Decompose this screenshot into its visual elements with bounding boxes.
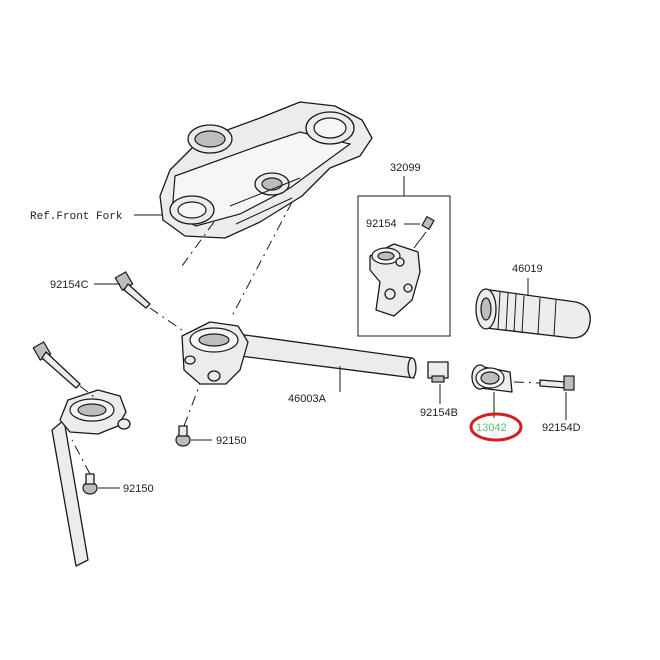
- screw-92154D: [539, 375, 575, 391]
- bracket-32099: [369, 215, 435, 317]
- bolt-left-upper: [32, 341, 81, 389]
- bolt-92154B: [427, 361, 449, 383]
- throttle-sleeve-13042: [471, 364, 513, 393]
- bolt-92150-upper: [175, 425, 191, 447]
- bolt-92150-lower: [82, 473, 98, 495]
- part-label-92150-lower: 92150: [123, 483, 154, 495]
- highlight-ring-13042: [469, 412, 523, 442]
- part-label-46003A: 46003A: [288, 393, 327, 405]
- grip-46019: [475, 288, 591, 339]
- part-label-92154-top: 92154: [366, 218, 397, 230]
- right-clip-on-handlebar: [181, 321, 417, 385]
- bracket-32099-box: [357, 195, 451, 337]
- part-label-92154D: 92154D: [542, 422, 581, 434]
- ref-front-fork-label: Ref.Front Fork: [30, 211, 123, 223]
- part-label-32099: 32099: [390, 162, 421, 174]
- part-label-92154C: 92154C: [50, 279, 89, 291]
- part-label-92150-upper: 92150: [216, 435, 247, 447]
- part-label-13042: 13042: [476, 422, 507, 434]
- left-clip-on-handlebar: [51, 389, 131, 567]
- part-label-46019: 46019: [512, 263, 543, 275]
- bolt-92154C: [114, 271, 151, 309]
- top-triple-clamp: [159, 101, 373, 239]
- part-label-92154B: 92154B: [420, 407, 458, 419]
